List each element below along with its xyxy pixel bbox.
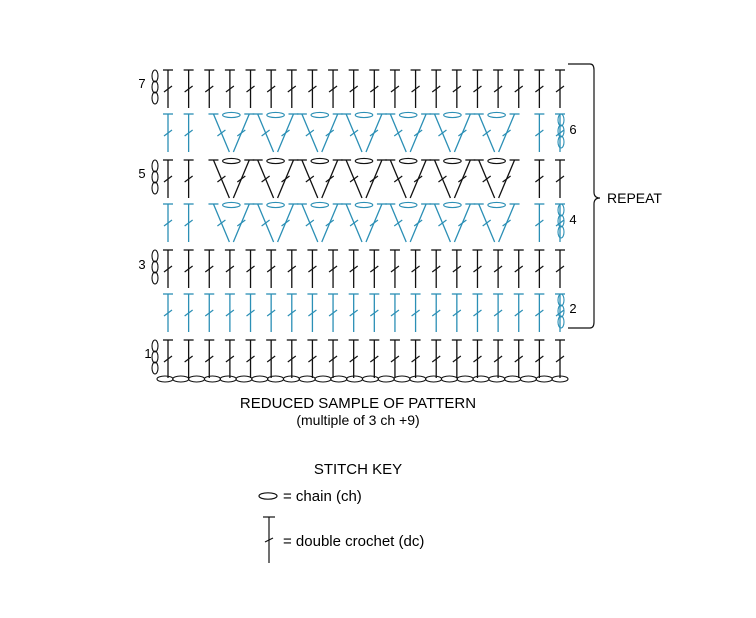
chain-space — [354, 157, 374, 165]
turning-chain — [557, 315, 565, 329]
chain-space — [487, 201, 506, 209]
row-label-2: 2 — [569, 301, 576, 316]
chain-stitch — [156, 375, 174, 383]
turning-chain — [557, 304, 565, 318]
chain-space — [487, 157, 506, 165]
chain-space — [222, 157, 241, 165]
turning-chain — [151, 350, 159, 364]
turning-chain — [557, 203, 565, 217]
chain-space — [266, 201, 285, 209]
turning-chain — [557, 124, 565, 138]
caption-title: REDUCED SAMPLE OF PATTERN — [240, 395, 476, 412]
chain-stitch — [456, 375, 474, 383]
chain-stitch — [361, 375, 379, 383]
chain-stitch — [251, 375, 269, 383]
chain-stitch — [267, 375, 285, 383]
chain-stitch — [235, 375, 253, 383]
chain-stitch — [188, 375, 206, 383]
chain-stitch — [219, 375, 237, 383]
chain-space — [487, 111, 506, 119]
turning-chain — [557, 214, 565, 228]
chain-stitch — [440, 375, 458, 383]
double-crochet-symbol-icon — [263, 516, 275, 563]
foundation-chain — [156, 375, 569, 383]
turning-chain — [557, 135, 565, 149]
chain-stitch — [488, 375, 506, 383]
chain-space — [354, 201, 374, 209]
chain-space — [310, 201, 330, 209]
chain-stitch — [346, 375, 364, 383]
chain-space — [222, 111, 241, 119]
row-label-5: 5 — [138, 166, 145, 181]
chain-stitch — [519, 375, 537, 383]
chain-space — [443, 157, 462, 165]
turning-chain — [151, 260, 159, 274]
row-label-7: 7 — [138, 76, 145, 91]
chain-stitch — [472, 375, 490, 383]
row-1 — [151, 339, 565, 378]
stitch-layer — [151, 69, 569, 383]
chain-space — [266, 111, 285, 119]
turning-chain — [151, 91, 159, 105]
row-2 — [163, 293, 565, 332]
row-5 — [151, 157, 565, 199]
turning-chain — [151, 80, 159, 94]
row-3 — [151, 249, 565, 288]
turning-chain — [151, 170, 159, 184]
caption-subtitle: (multiple of 3 ch +9) — [296, 412, 419, 428]
chain-space — [354, 111, 374, 119]
stitch-key-title: STITCH KEY — [314, 461, 402, 478]
turning-chain — [151, 249, 159, 263]
chain-space — [266, 157, 285, 165]
chain-stitch — [172, 375, 190, 383]
chain-key-label: = chain (ch) — [283, 488, 362, 505]
row-6 — [163, 111, 565, 153]
chain-stitch — [393, 375, 411, 383]
row-label-1: 1 — [144, 346, 151, 361]
turning-chain — [557, 113, 565, 127]
turning-chain — [151, 69, 159, 83]
chain-stitch — [409, 375, 427, 383]
dc-key-label: = double crochet (dc) — [283, 533, 424, 550]
chain-space — [443, 201, 462, 209]
chain-stitch — [314, 375, 332, 383]
chain-symbol-icon — [258, 492, 278, 500]
turning-chain — [151, 181, 159, 195]
chain-space — [398, 157, 418, 165]
chain-stitch — [535, 375, 553, 383]
chain-stitch — [203, 375, 221, 383]
chain-space — [222, 201, 241, 209]
turning-chain — [151, 361, 159, 375]
turning-chain — [557, 225, 565, 239]
repeat-bracket — [568, 63, 601, 329]
turning-chain — [151, 339, 159, 353]
row-label-6: 6 — [569, 122, 576, 137]
chain-space — [398, 111, 418, 119]
row-4 — [163, 201, 565, 243]
row-label-4: 4 — [569, 212, 576, 227]
turning-chain — [557, 293, 565, 307]
turning-chain — [151, 159, 159, 173]
turning-chain — [151, 271, 159, 285]
chain-stitch — [425, 375, 443, 383]
chain-space — [398, 201, 418, 209]
chain-space — [443, 111, 462, 119]
row-7 — [151, 69, 565, 108]
chain-stitch — [377, 375, 395, 383]
row-label-3: 3 — [138, 257, 145, 272]
chain-space — [310, 157, 330, 165]
chain-space — [310, 111, 330, 119]
repeat-label: REPEAT — [607, 190, 662, 206]
